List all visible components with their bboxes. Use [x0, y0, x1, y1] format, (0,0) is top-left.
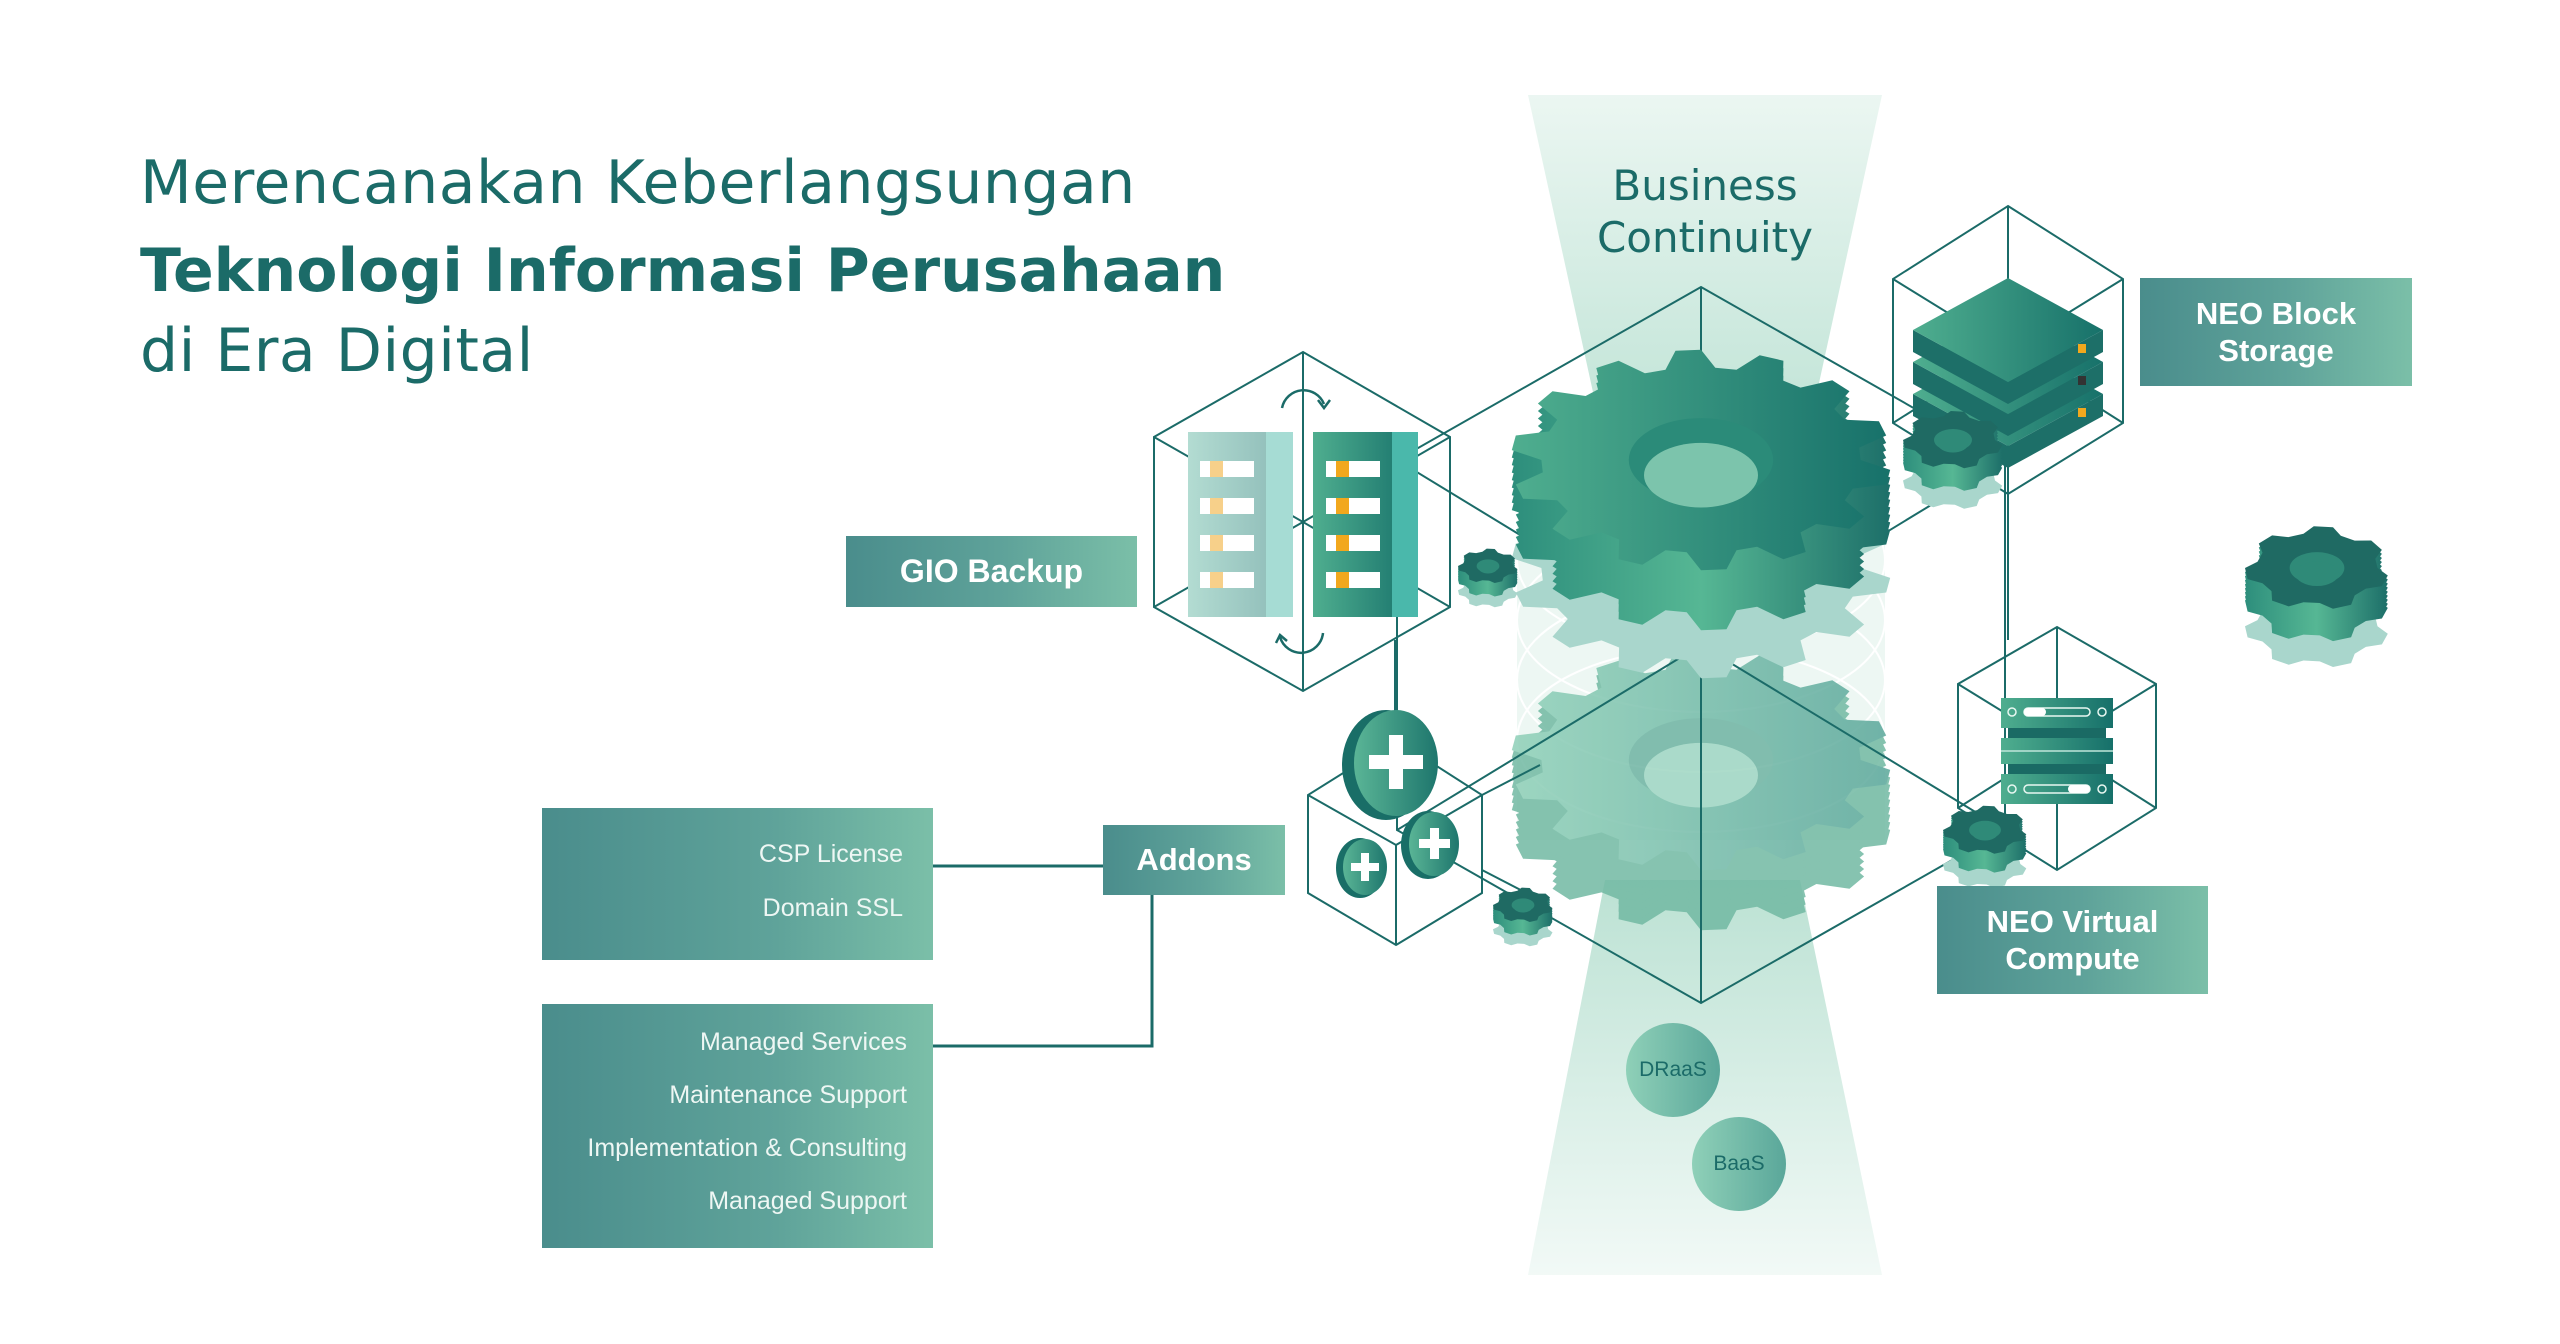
status-led — [2078, 344, 2086, 353]
page-title-line-3: di Era Digital — [140, 316, 534, 386]
gear-icon — [1943, 805, 2027, 888]
gear-icon — [1493, 887, 1553, 947]
baas-label: BaaS — [1713, 1152, 1765, 1175]
neo-block-storage-label-1: NEO Block — [2195, 295, 2357, 331]
storage-layer-side — [1913, 362, 2103, 436]
main-gear — [1511, 349, 1891, 679]
plus-discs-icon — [1336, 710, 1459, 898]
list-item: CSP License — [758, 840, 903, 868]
business-continuity-line-2: Continuity — [1596, 213, 1813, 262]
storage-layer-side — [1913, 330, 2103, 404]
addons-connectors — [933, 864, 1154, 1048]
gear-icon — [1903, 411, 2003, 509]
licenses-list: CSP License Domain SSL — [542, 808, 933, 960]
business-continuity-label: Business Continuity — [1555, 160, 1855, 264]
storage-stack-icon — [1913, 278, 2103, 468]
list-item: Implementation & Consulting — [587, 1134, 907, 1162]
addons-node[interactable]: Addons — [1103, 825, 1285, 895]
gio-backup-label: GIO Backup — [899, 553, 1084, 590]
gio-backup-node[interactable]: GIO Backup — [846, 536, 1137, 607]
page-title-line-2: Teknologi Informasi Perusahaan — [140, 236, 1226, 306]
service-circles — [1626, 1023, 1786, 1211]
addons-label: Addons — [1136, 842, 1252, 878]
gear-icon — [1511, 349, 1891, 679]
page-title-line-1: Merencanakan Keberlangsungan — [140, 148, 1136, 218]
status-led — [2078, 376, 2086, 385]
gear-icon — [1458, 548, 1518, 608]
status-led — [2078, 408, 2086, 417]
backup-sync-icon — [1188, 388, 1418, 654]
business-continuity-line-1: Business — [1612, 161, 1798, 210]
draas-circle[interactable]: DRaaS — [1625, 1022, 1721, 1118]
gear-icon — [2245, 526, 2388, 667]
neo-virtual-compute-label-1: NEO Virtual — [1986, 903, 2159, 939]
baas-circle[interactable]: BaaS — [1691, 1116, 1787, 1212]
list-item: Managed Services — [699, 1028, 907, 1056]
list-item: Domain SSL — [762, 894, 903, 922]
neo-virtual-compute-label-2: Compute — [2005, 941, 2140, 976]
addons-cube — [1307, 738, 1541, 947]
neo-block-storage-label-2: Storage — [2218, 333, 2334, 368]
services-list: Managed Services Maintenance Support Imp… — [542, 1004, 933, 1248]
list-item: Maintenance Support — [669, 1081, 907, 1109]
neo-virtual-compute-node[interactable]: NEO Virtual Compute — [1937, 886, 2208, 994]
draas-label: DRaaS — [1639, 1058, 1707, 1081]
neo-block-storage-node[interactable]: NEO Block Storage — [2140, 278, 2412, 386]
list-item: Managed Support — [708, 1187, 907, 1215]
storage-layer-top — [1913, 278, 2103, 382]
server-rack-icon — [2001, 698, 2113, 804]
